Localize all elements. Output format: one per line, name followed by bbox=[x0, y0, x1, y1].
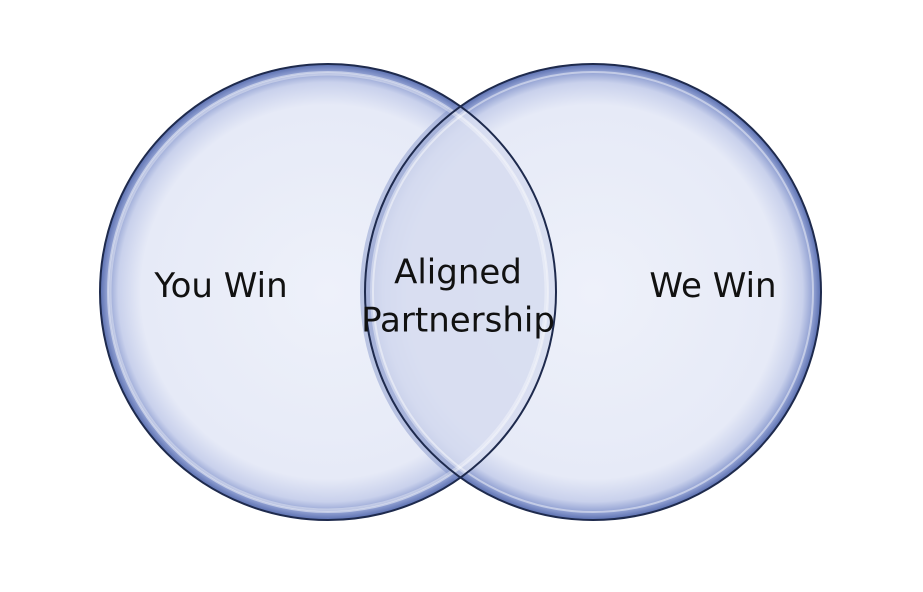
circle-outline-left bbox=[99, 63, 557, 521]
label-aligned-partnership: Aligned Partnership bbox=[361, 249, 555, 344]
label-aligned-partnership-line-1: Aligned bbox=[394, 252, 522, 293]
label-we-win: We Win bbox=[649, 266, 777, 307]
circle-outline-right bbox=[364, 63, 822, 521]
label-you-win: You Win bbox=[154, 266, 288, 307]
label-aligned-partnership-line-2: Partnership bbox=[361, 300, 555, 340]
overlap-region bbox=[365, 64, 556, 520]
